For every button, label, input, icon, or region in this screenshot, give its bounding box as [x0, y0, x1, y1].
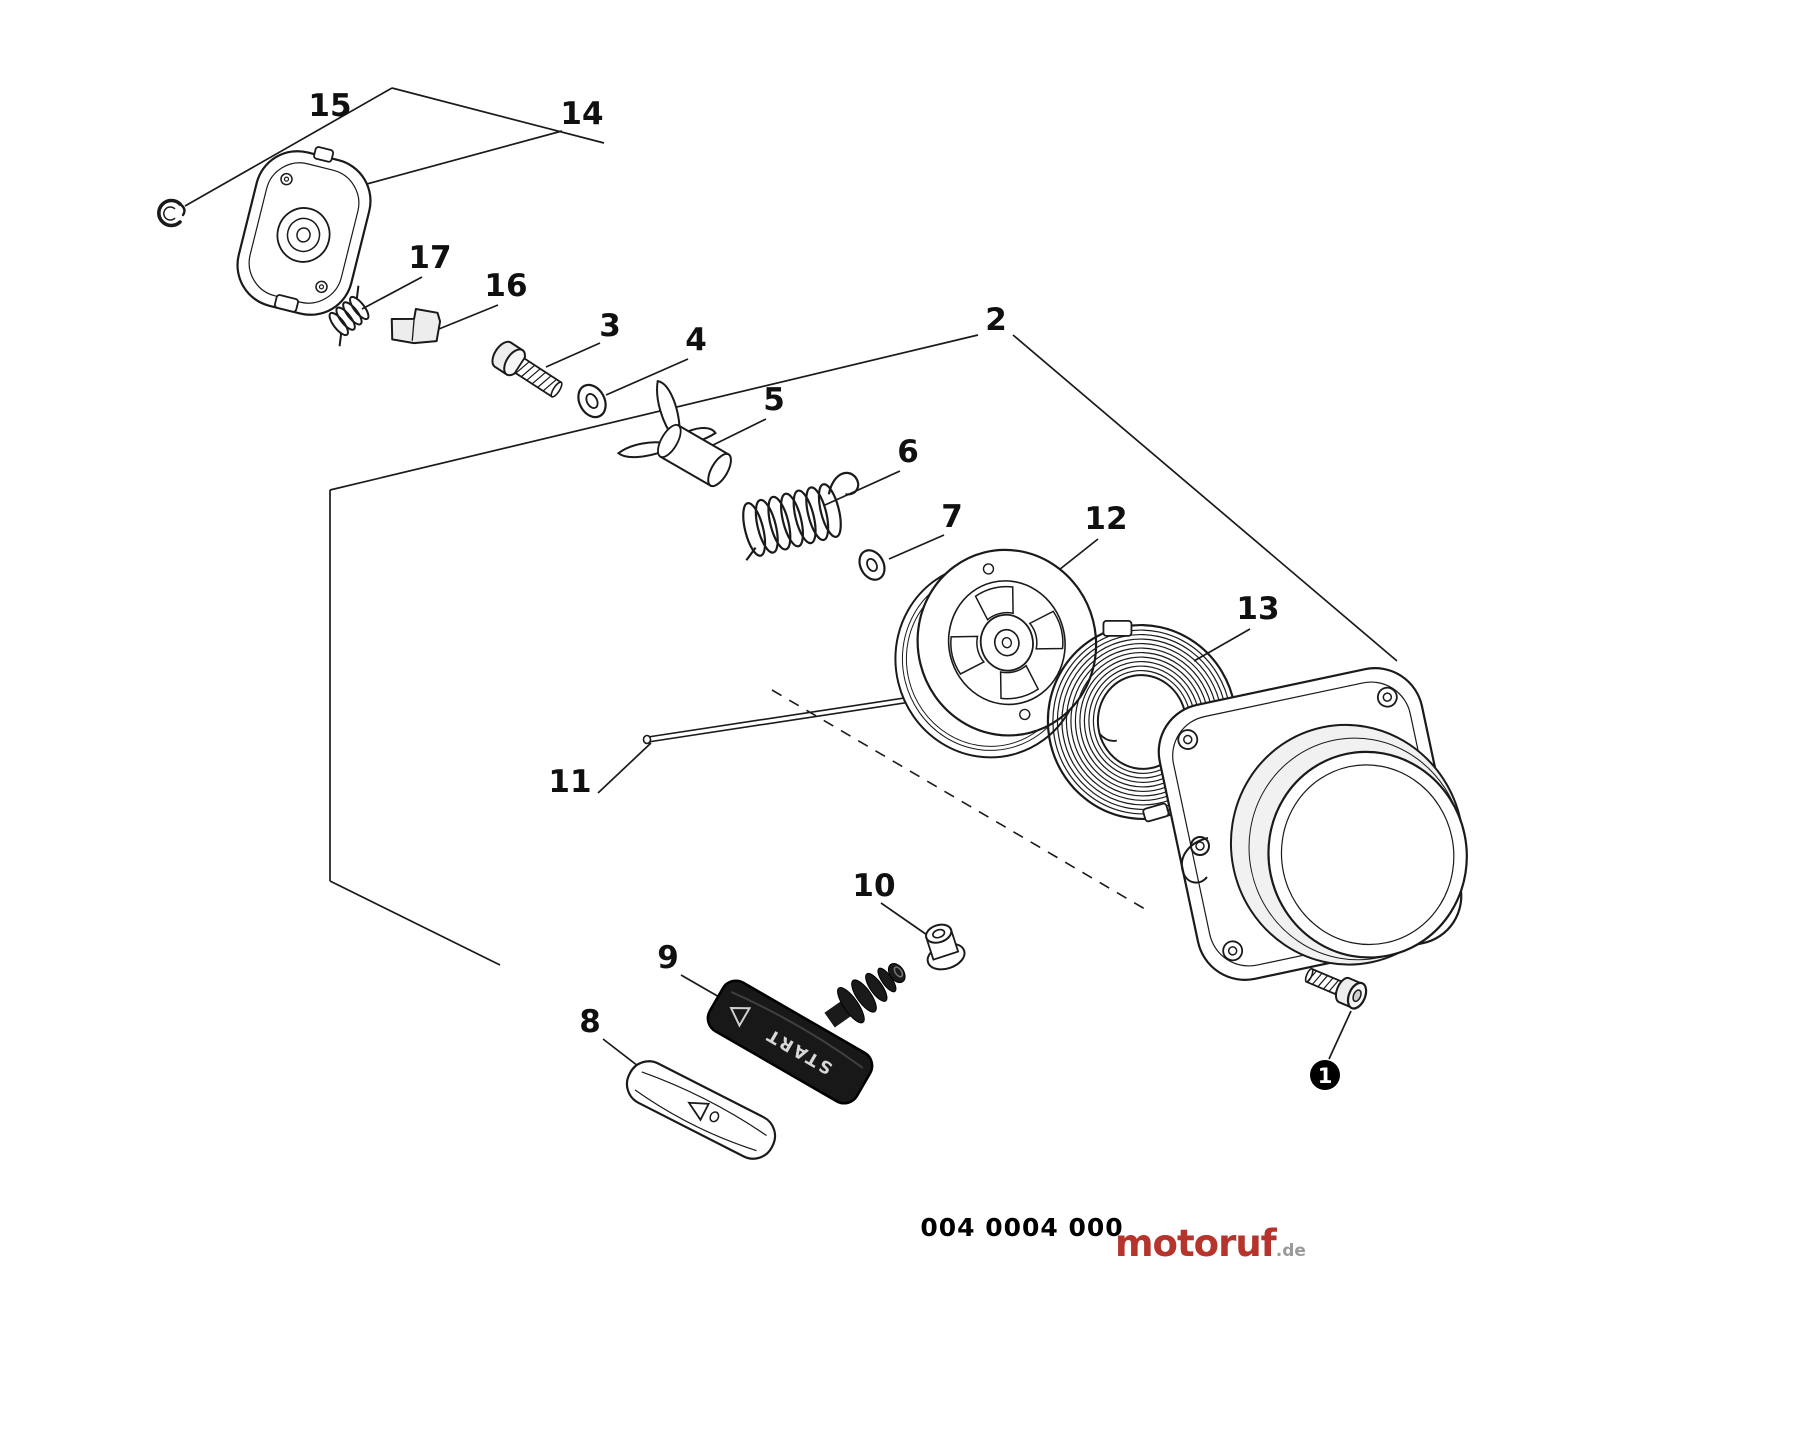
starter-grip-stem [824, 963, 906, 1028]
return-spring [742, 471, 860, 561]
part-label-12: 12 [1084, 501, 1127, 537]
grip-insert [625, 1060, 777, 1160]
part-label-1: 1 [1318, 1064, 1333, 1088]
part-label-11: 11 [548, 764, 591, 800]
pawl-spring [328, 285, 370, 347]
part-label-8: 8 [579, 1004, 601, 1040]
motoruf-logo: motoruf.de [1115, 1222, 1306, 1265]
washer-7 [858, 549, 886, 581]
rope-reel [894, 548, 1098, 759]
part-callout-1: 1 [1310, 1060, 1340, 1090]
circlip [157, 198, 186, 228]
rope-eyelet [1180, 836, 1210, 884]
part-label-9: 9 [657, 940, 679, 976]
part-label-14: 14 [560, 96, 603, 132]
part-label-2: 2 [985, 302, 1007, 338]
screw-1 [1304, 967, 1368, 1010]
starter-rope [642, 690, 951, 745]
starter-case [1157, 667, 1468, 981]
logo-text: motoruf [1115, 1222, 1277, 1265]
part-label-16: 16 [484, 268, 527, 304]
logo-suffix-text: .de [1275, 1241, 1306, 1261]
ratchet-guide [616, 380, 732, 488]
part-label-4: 4 [685, 322, 707, 358]
assembly-part-code: 004 0004 000 [920, 1213, 1123, 1242]
screw-3 [491, 340, 563, 398]
part-label-15: 15 [308, 88, 351, 124]
part-label-13: 13 [1236, 591, 1279, 627]
part-label-17: 17 [408, 240, 451, 276]
part-label-10: 10 [852, 868, 895, 904]
dashed-rope-path [771, 689, 1151, 913]
part-label-6: 6 [897, 434, 919, 470]
part-label-7: 7 [941, 499, 963, 535]
part-label-5: 5 [763, 382, 785, 418]
leader-lines [184, 87, 1398, 1084]
starter-pawl [390, 307, 442, 345]
part-label-3: 3 [599, 308, 621, 344]
rope-bushing [925, 923, 966, 971]
washer-4 [577, 383, 607, 419]
pawl-carrier-plate [236, 146, 372, 316]
part-labels: 15 14 17 16 3 4 5 6 7 12 13 2 11 10 9 8 [308, 88, 1279, 1040]
